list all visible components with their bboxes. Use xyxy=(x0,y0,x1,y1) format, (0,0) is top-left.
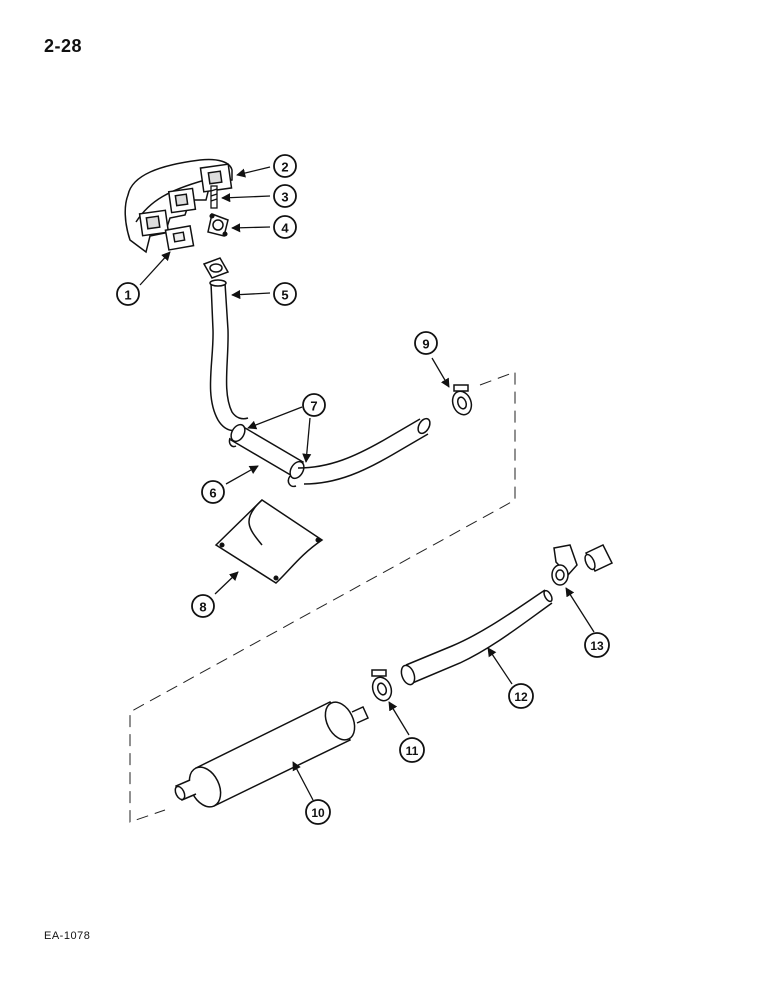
figure-code: EA-1078 xyxy=(44,930,91,942)
leader-6 xyxy=(225,465,259,485)
leader-3 xyxy=(221,193,271,203)
leader-4 xyxy=(231,223,271,233)
callout-8-circle xyxy=(191,594,215,618)
callout-11: 11 xyxy=(406,744,419,758)
assembly-boundary xyxy=(129,371,516,823)
leader-10 xyxy=(292,761,314,801)
part-11-clamp xyxy=(371,669,393,702)
leader-5 xyxy=(231,290,271,300)
callout-2-circle xyxy=(273,154,297,178)
callout-1-circle xyxy=(116,282,140,306)
callout-8: 8 xyxy=(199,600,206,615)
leader-7b xyxy=(302,417,312,463)
leader-2 xyxy=(236,166,271,178)
callout-11-circle xyxy=(399,737,425,763)
page-number: 2-28 xyxy=(44,36,83,56)
part-5-down-pipe xyxy=(202,257,249,432)
callout-9: 9 xyxy=(422,337,429,352)
part-2-flange xyxy=(199,163,233,193)
part-13-clamp xyxy=(551,544,614,586)
callouts xyxy=(116,154,610,825)
leader-13 xyxy=(565,587,595,633)
callout-12-circle xyxy=(508,683,534,709)
part-4-gasket xyxy=(207,212,229,237)
part-1-gasket xyxy=(164,225,195,251)
leader-11 xyxy=(388,701,410,736)
leader-7a xyxy=(247,406,303,430)
leader-lines xyxy=(139,166,595,801)
callout-2: 2 xyxy=(281,160,288,175)
callout-12: 12 xyxy=(514,690,528,704)
part-6-connector-pipe xyxy=(228,423,305,488)
leader-8 xyxy=(214,571,239,595)
callout-3: 3 xyxy=(281,190,288,205)
leader-1 xyxy=(139,251,171,286)
callout-7-circle xyxy=(302,393,326,417)
leader-9 xyxy=(431,357,450,388)
callout-13: 13 xyxy=(590,639,604,653)
callout-labels: 1 2 3 4 5 6 7 8 9 10 11 12 13 xyxy=(124,160,604,821)
callout-5: 5 xyxy=(281,288,288,303)
part-8-heat-shield xyxy=(214,499,324,584)
callout-10-circle xyxy=(305,799,331,825)
leader-12 xyxy=(487,647,513,685)
callout-7: 7 xyxy=(310,399,317,414)
callout-1: 1 xyxy=(124,288,131,303)
callout-5-circle xyxy=(273,282,297,306)
callout-13-circle xyxy=(584,632,610,658)
part-9-clamp xyxy=(451,384,473,416)
callout-4-circle xyxy=(273,215,297,239)
callout-6-circle xyxy=(201,480,225,504)
callout-9-circle xyxy=(414,331,438,355)
tail-pipe xyxy=(297,417,431,485)
part-3-stud xyxy=(210,185,218,209)
callout-4: 4 xyxy=(281,221,289,236)
callout-3-circle xyxy=(273,184,297,208)
part-10-muffler xyxy=(174,701,369,808)
part-12-pipe xyxy=(400,589,553,686)
callout-10: 10 xyxy=(311,806,325,820)
callout-6: 6 xyxy=(209,486,216,501)
